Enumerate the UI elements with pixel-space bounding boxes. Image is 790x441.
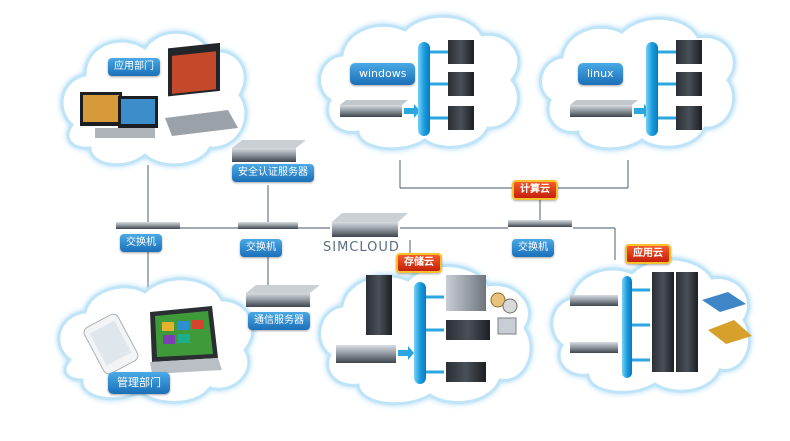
windows-head-server <box>340 105 402 117</box>
label-switch-mid: 交换机 <box>240 239 282 257</box>
windows-node-1 <box>448 40 474 64</box>
label-mgmt-dept: 管理部门 <box>108 372 170 394</box>
windows-node-3 <box>448 106 474 130</box>
aircraft-model <box>702 292 746 312</box>
label-switch-left: 交换机 <box>120 234 162 252</box>
windows-bus <box>418 42 430 136</box>
tile-4 <box>163 335 175 344</box>
badge-app-cloud: 应用云 <box>625 244 671 264</box>
label-comm-server: 通信服务器 <box>248 312 310 330</box>
monitor-mid-screen <box>121 99 155 124</box>
core-server <box>332 222 398 237</box>
app-cloud-devices <box>570 272 752 378</box>
windows-node-2 <box>448 72 474 96</box>
engine-model <box>708 320 752 344</box>
simcloud-logo: SIMCLOUD <box>323 240 400 255</box>
linux-cluster <box>570 40 702 136</box>
windows-head-server-top <box>340 100 408 105</box>
switch-right <box>508 220 572 227</box>
servers <box>232 140 408 307</box>
linux-node-1 <box>676 40 702 64</box>
mgmt-dept-devices <box>83 306 222 375</box>
tablet-base <box>150 358 222 374</box>
windows-arrow <box>404 104 420 118</box>
phone-screen <box>89 320 132 366</box>
tile-5 <box>178 334 190 343</box>
linux-head-server <box>570 105 632 117</box>
desktop-keyboard <box>95 128 155 138</box>
label-linux: linux <box>578 63 623 85</box>
label-windows: windows <box>350 63 416 85</box>
comm-server-top <box>246 285 320 293</box>
storage-tower <box>446 275 486 311</box>
badge-compute-cloud: 计算云 <box>512 180 558 200</box>
auth-server-top <box>232 140 306 148</box>
app-bus <box>622 276 632 378</box>
monitor-left-screen <box>83 95 119 122</box>
linux-node-3 <box>676 106 702 130</box>
laptop-base <box>165 110 238 136</box>
app-server-2 <box>570 342 618 353</box>
comm-server <box>246 293 310 307</box>
cloud-app <box>550 257 752 394</box>
storage-bus <box>414 282 426 384</box>
windows-cluster <box>340 40 474 136</box>
switch-left <box>116 222 180 229</box>
switches <box>116 220 572 229</box>
storage-box <box>497 317 517 335</box>
badge-storage-cloud: 存储云 <box>396 253 442 273</box>
storage-shelf-1 <box>446 320 490 340</box>
laptop-display <box>172 51 216 94</box>
app-rack-1 <box>652 272 674 372</box>
linux-node-2 <box>676 72 702 96</box>
tile-1 <box>162 322 174 331</box>
storage-devices <box>336 275 518 384</box>
tile-3 <box>192 320 204 329</box>
app-rack-2 <box>676 272 698 372</box>
tape-2 <box>502 298 518 314</box>
storage-shelf-2 <box>446 362 486 382</box>
linux-head-server-top <box>570 100 638 105</box>
tape-1 <box>490 292 506 308</box>
tile-2 <box>177 321 189 330</box>
label-switch-right: 交换机 <box>512 239 554 257</box>
storage-rack <box>366 275 392 335</box>
switch-mid <box>238 222 298 229</box>
storage-arrow <box>398 346 414 360</box>
app-dept-devices <box>80 42 238 138</box>
linux-bus <box>646 42 658 136</box>
auth-server <box>232 148 296 162</box>
cloud-linux <box>539 16 736 151</box>
core-server-top <box>332 213 408 222</box>
label-app-dept: 应用部门 <box>108 58 160 76</box>
label-auth-server: 安全认证服务器 <box>232 164 314 182</box>
disk-array <box>336 345 396 363</box>
app-server-1 <box>570 295 618 306</box>
